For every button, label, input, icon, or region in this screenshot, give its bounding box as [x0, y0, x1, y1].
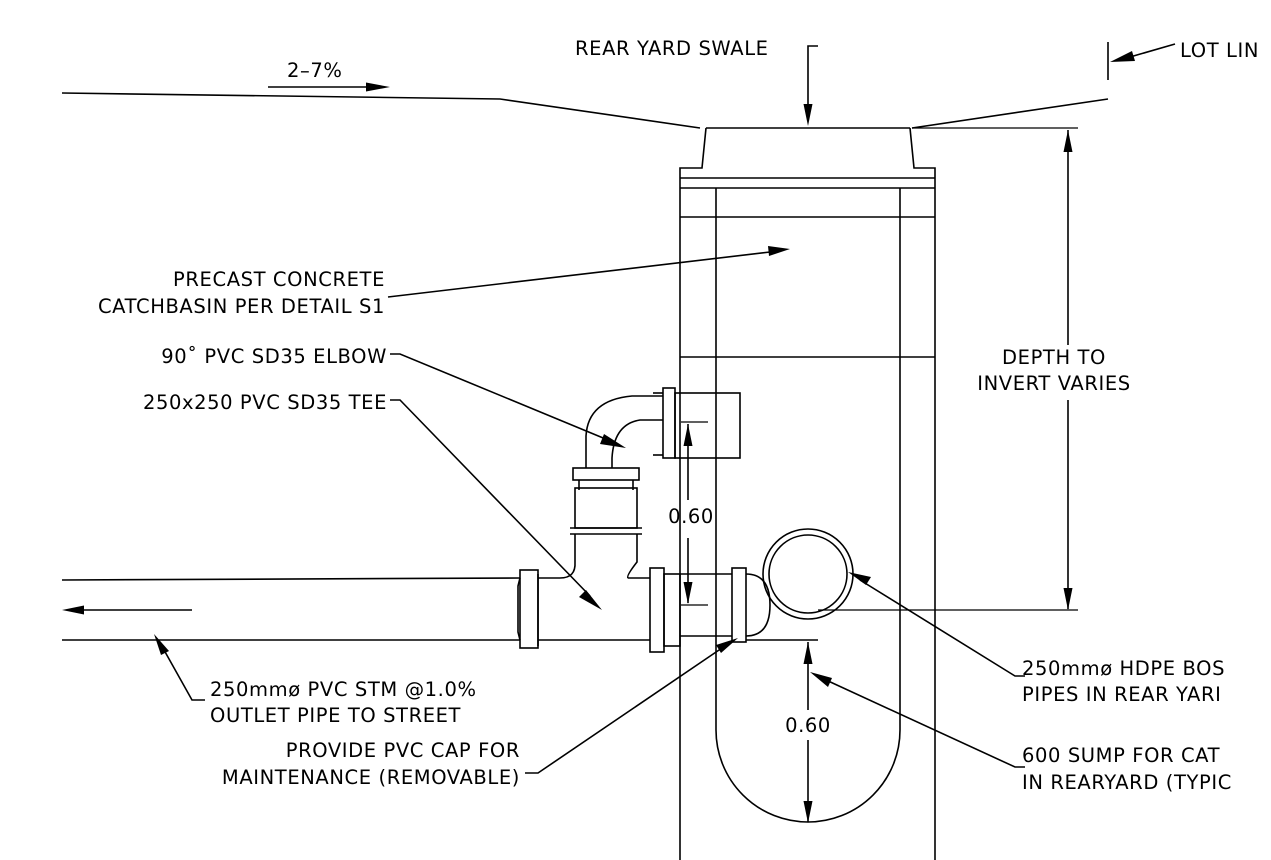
sump-leader: [810, 672, 1025, 768]
catchbasin-frame: [679, 127, 936, 218]
lower-dimension: [803, 642, 813, 823]
hdpe-leader: [848, 572, 1025, 677]
elbow-label: 90˚ PVC SD35 ELBOW: [161, 345, 387, 368]
catchbasin-walls: [679, 178, 936, 860]
cap-leader: [525, 638, 738, 774]
lot-line-marker: [1107, 42, 1176, 80]
cap-label-line2: MAINTENANCE (REMOVABLE): [222, 766, 520, 789]
lower-dimension-label: 0.60: [785, 714, 831, 737]
elbow-leader: [390, 353, 626, 448]
tee-leader: [390, 399, 602, 610]
swale-label: REAR YARD SWALE: [575, 37, 769, 60]
swale-leader: [803, 45, 818, 126]
ground-surface-line: [61, 92, 1109, 129]
slope-label: 2–7%: [287, 59, 343, 82]
cap-label-line1: PROVIDE PVC CAP FOR: [286, 739, 520, 762]
lot-line-label: LOT LIN: [1180, 39, 1259, 62]
upper-dimension: [681, 421, 708, 606]
outlet-pipe: [61, 569, 539, 649]
outlet-leader: [154, 634, 205, 701]
catchbasin-label-line1: PRECAST CONCRETE: [173, 268, 385, 291]
catchbasin-label-line2: CATCHBASIN PER DETAIL S1: [98, 295, 385, 318]
hdpe-label-line1: 250mmø HDPE BOS: [1022, 657, 1225, 680]
pvc-cap: [680, 567, 818, 643]
sump-label-line2: IN REARYARD (TYPIC: [1022, 771, 1232, 794]
pvc-riser: [570, 487, 642, 535]
hdpe-label-line2: PIPES IN REAR YARI: [1022, 683, 1222, 706]
pvc-tee: [537, 534, 681, 653]
outlet-label-line2: OUTLET PIPE TO STREET: [210, 704, 461, 727]
sump-label-line1: 600 SUMP FOR CAT: [1022, 744, 1220, 767]
catchbasin-leader: [387, 246, 790, 298]
depth-dimension: [818, 127, 1078, 611]
tee-label: 250x250 PVC SD35 TEE: [143, 391, 387, 414]
upper-dimension-label: 0.60: [668, 505, 714, 528]
hdpe-pipe-section: [762, 528, 854, 620]
depth-label-line2: INVERT VARIES: [977, 372, 1130, 395]
slope-arrow: [268, 82, 390, 92]
flow-arrow: [62, 605, 192, 615]
outlet-label-line1: 250mmø PVC STM @1.0%: [210, 678, 477, 701]
depth-label-line1: DEPTH TO: [1002, 346, 1106, 369]
pvc-elbow: [572, 387, 741, 490]
